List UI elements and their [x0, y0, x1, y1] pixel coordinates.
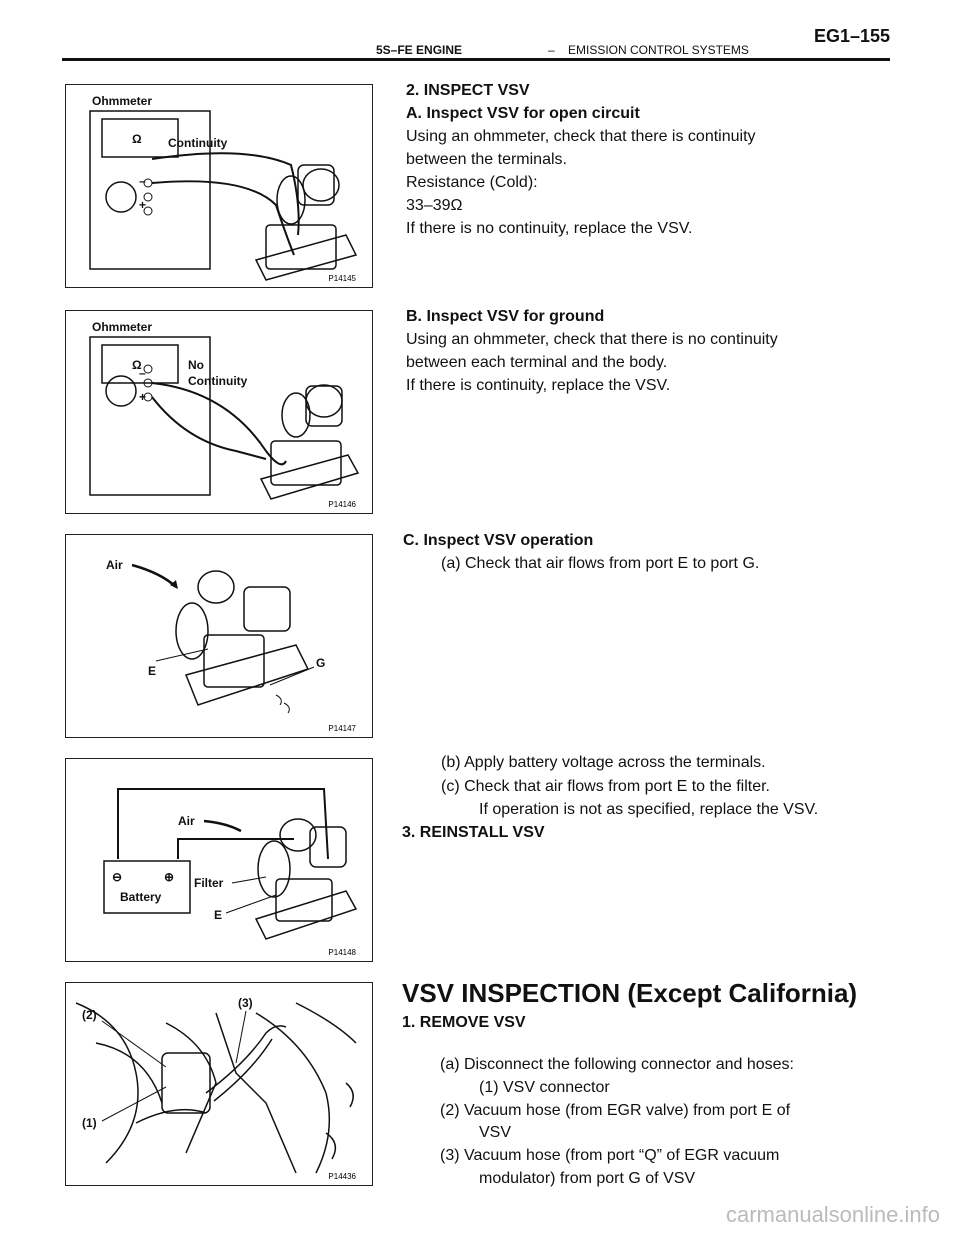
step-1-heading: 1. REMOVE VSV: [402, 1014, 526, 1031]
figure-ohmmeter-continuity: Ohmmeter Ω – + Continuity P14145: [65, 84, 373, 288]
ohmmeter-no-continuity-illustration: Ohmmeter Ω – + No Continuity P14146: [89, 320, 360, 509]
step-c-c: (c) Check that air flows from port E to …: [441, 778, 770, 795]
remove-step-a-3-cont: modulator) from port G of VSV: [479, 1170, 696, 1187]
fig5-callout-3: (3): [238, 996, 253, 1010]
fig1-plus: +: [139, 198, 146, 212]
figure-engine-vsv-location: (2) (3) (1) P14436: [65, 982, 373, 1186]
remove-step-a-2: (2) Vacuum hose (from EGR valve) from po…: [440, 1102, 791, 1119]
fig5-callout-2: (2): [82, 1008, 97, 1022]
fig5-callout-1: (1): [82, 1116, 97, 1130]
page-header: 5S–FE ENGINE – EMISSION CONTROL SYSTEMS …: [62, 26, 890, 61]
step-b-line-3: If there is continuity, replace the VSV.: [406, 377, 671, 394]
step-c-a: (a) Check that air flows from port E to …: [441, 555, 760, 572]
fig4-air-label: Air: [178, 814, 195, 828]
fig5-code: P14436: [328, 1172, 356, 1181]
step-a-line-2: between the terminals.: [406, 151, 567, 168]
fig2-continuity-label: Continuity: [188, 374, 248, 388]
fig2-ohmmeter-label: Ohmmeter: [92, 320, 152, 334]
remove-step-a-2-cont: VSV: [479, 1124, 512, 1141]
step-c-note: If operation is not as specified, replac…: [479, 801, 819, 818]
page-number: EG1–155: [813, 26, 890, 46]
fig2-minus: –: [139, 366, 146, 380]
fig1-minus: –: [139, 174, 146, 188]
fig3-port-e-label: E: [148, 664, 156, 678]
step-b-heading: B. Inspect VSV for ground: [406, 308, 605, 325]
step-c-heading: C. Inspect VSV operation: [403, 532, 594, 549]
fig1-ohm-symbol: Ω: [132, 132, 142, 146]
remove-step-a-3: (3) Vacuum hose (from port “Q” of EGR va…: [440, 1147, 780, 1164]
step-c-b: (b) Apply battery voltage across the ter…: [441, 754, 766, 771]
figure-battery-applied: ⊖ ⊕ Battery Air Filter E P14148: [65, 758, 373, 962]
fig2-no-label: No: [188, 358, 204, 372]
fig3-air-label: Air: [106, 558, 123, 572]
battery-illustration: ⊖ ⊕ Battery Air Filter E P14148: [103, 788, 358, 957]
section-title: VSV INSPECTION (Except California): [402, 978, 858, 1008]
remove-step-a-1: (1) VSV connector: [479, 1079, 610, 1096]
step-b-line-2: between each terminal and the body.: [406, 354, 668, 371]
fig4-battery-label: Battery: [120, 890, 162, 904]
step-a-line-5: If there is no continuity, replace the V…: [406, 220, 693, 237]
header-dash: –: [548, 43, 555, 57]
header-rule: [62, 58, 890, 61]
step-2-heading: 2. INSPECT VSV: [406, 82, 530, 99]
remove-step-a: (a) Disconnect the following connector a…: [440, 1056, 794, 1073]
fig4-port-e-label: E: [214, 908, 222, 922]
air-flow-illustration: Air E G P14147: [106, 558, 357, 733]
fig4-filter-label: Filter: [194, 876, 224, 890]
fig1-code: P14145: [328, 274, 356, 283]
fig2-ohm-symbol: Ω: [132, 358, 142, 372]
header-section: EMISSION CONTROL SYSTEMS: [568, 43, 749, 57]
watermark: carmanualsonline.info: [725, 1202, 940, 1227]
fig2-code: P14146: [328, 500, 356, 509]
fig3-code: P14147: [328, 724, 356, 733]
figure-ohmmeter-no-continuity: Ohmmeter Ω – + No Continuity P14146: [65, 310, 373, 514]
fig4-battery-minus: ⊖: [112, 870, 122, 884]
fig1-continuity-label: Continuity: [168, 136, 228, 150]
step-3-heading: 3. REINSTALL VSV: [402, 824, 545, 841]
fig3-port-g-label: G: [316, 656, 325, 670]
resistance-value: 33–39Ω: [406, 197, 463, 214]
fig4-code: P14148: [328, 948, 356, 957]
step-b-line-1: Using an ohmmeter, check that there is n…: [406, 331, 778, 348]
figure-air-flow-e-to-g: Air E G P14147: [65, 534, 373, 738]
fig2-plus: +: [139, 390, 146, 404]
fig4-battery-plus: ⊕: [164, 870, 174, 884]
header-engine: 5S–FE ENGINE: [376, 43, 463, 57]
resistance-label: Resistance (Cold):: [406, 174, 538, 191]
fig1-ohmmeter-label: Ohmmeter: [92, 94, 152, 108]
engine-illustration: (2) (3) (1) P14436: [75, 996, 357, 1181]
ohmmeter-continuity-illustration: Ohmmeter Ω – + Continuity P14145: [89, 94, 358, 283]
step-a-heading: A. Inspect VSV for open circuit: [406, 105, 640, 122]
step-a-line-1: Using an ohmmeter, check that there is c…: [406, 128, 756, 145]
